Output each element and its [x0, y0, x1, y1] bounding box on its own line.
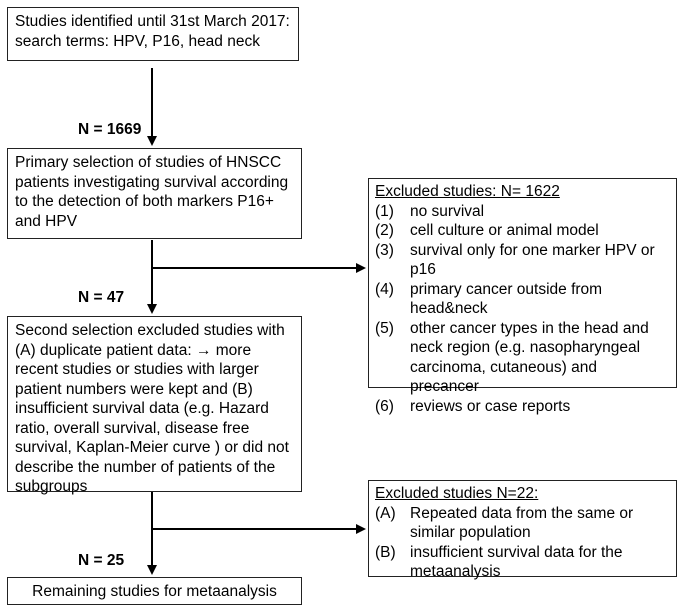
list-item: (3)survival only for one marker HPV or p… — [375, 241, 655, 279]
primary-selection-text: Primary selection of studies of HNSCC pa… — [15, 154, 289, 230]
search-box: Studies identified until 31st March 2017… — [7, 7, 299, 61]
search-box-text: Studies identified until 31st March 2017… — [15, 13, 290, 50]
count-n1: N = 1669 — [78, 121, 142, 138]
excluded-box-2: Excluded studies N=22: (A)Repeated data … — [368, 480, 677, 580]
second-selection-box: Second selection excluded studies with (… — [7, 316, 302, 495]
excluded-1-title: Excluded studies: N= 1622 — [375, 183, 560, 200]
list-item: (5)other cancer types in the head and ne… — [375, 319, 649, 396]
count-n2: N = 47 — [78, 289, 125, 306]
remaining-box: Remaining studies for metaanalysis — [7, 577, 302, 605]
list-item: (2)cell culture or animal model — [375, 222, 599, 239]
excluded-box-1: Excluded studies: N= 1622 (1)no survival… — [368, 178, 677, 415]
excluded-2-title: Excluded studies N=22: — [375, 485, 539, 502]
list-item: (B)insufficient survival data for the me… — [375, 543, 623, 581]
remaining-text: Remaining studies for metaanalysis — [32, 583, 277, 600]
count-n3: N = 25 — [78, 552, 125, 569]
list-item: (1)no survival — [375, 202, 485, 220]
list-item: (6)reviews or case reports — [375, 397, 571, 415]
primary-selection-box: Primary selection of studies of HNSCC pa… — [7, 148, 302, 239]
list-item: (A)Repeated data from the same or simila… — [375, 504, 634, 542]
second-selection-text: Second selection excluded studies with (… — [15, 322, 289, 495]
list-item: (4)primary cancer outside from head&neck — [375, 280, 603, 318]
